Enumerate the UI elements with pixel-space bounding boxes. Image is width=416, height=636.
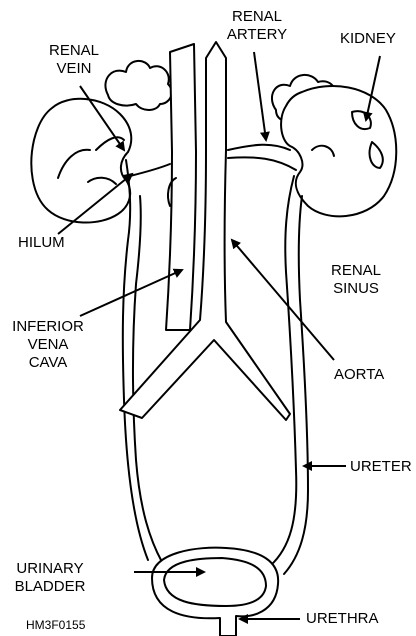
left-adrenal-gland [105,61,171,110]
aorta-leader [232,240,334,360]
urinary-bladder-label: URINARY BLADDER [8,560,92,596]
renal-artery-leader [254,52,266,140]
right-ureter-inner [284,196,308,574]
urinary-bladder [152,548,278,636]
right-ureter [270,176,296,566]
aorta-label: AORTA [334,366,384,384]
inferior-vena-cava-label-line1: INFERIOR [4,318,92,336]
inferior-vena-cava-label: INFERIOR VENA CAVA [4,318,92,372]
renal-sinus-label: RENAL SINUS [326,262,386,298]
figure-id-label: HM3F0155 [26,618,85,632]
kidney-label: KIDNEY [340,30,396,48]
renal-sinus-label-line2: SINUS [326,280,386,298]
renal-vein-label: RENAL VEIN [42,42,106,78]
right-kidney [281,86,396,216]
renal-sinus-label-line1: RENAL [326,262,386,280]
renal-artery-label-line1: RENAL [222,8,292,26]
left-ureter [123,160,148,560]
inferior-vena-cava-label-line3: CAVA [4,354,92,372]
urinary-bladder-label-line2: BLADDER [8,578,92,596]
renal-artery-label-line2: ARTERY [222,26,292,44]
ureter-label: URETER [350,458,412,476]
renal-artery-label: RENAL ARTERY [222,8,292,44]
urethra-label: URETHRA [306,610,379,628]
ivc-left-renal-vein [130,164,170,176]
urinary-bladder-label-line1: URINARY [8,560,92,578]
left-kidney [31,99,131,223]
hilum-label: HILUM [18,234,65,252]
inferior-vena-cava-label-line2: VENA [4,336,92,354]
renal-vein-label-line1: RENAL [42,42,106,60]
inferior-vena-cava [166,44,196,330]
renal-vein-label-line2: VEIN [42,60,106,78]
